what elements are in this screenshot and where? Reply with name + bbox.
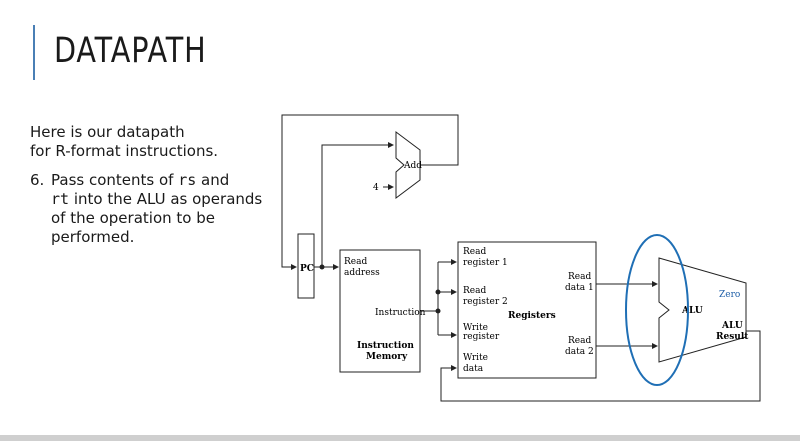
alu-result-label-1: ALU: [721, 321, 743, 331]
reg-read-register-1b: register 1: [463, 258, 508, 268]
step-text-mid: and: [196, 171, 230, 189]
reg-write-data-b: data: [463, 364, 484, 374]
instruction-memory: [339, 249, 421, 373]
add-label: Add: [403, 161, 422, 171]
reg-read-register-1a: Read: [463, 247, 486, 257]
register-rs: rs: [178, 171, 197, 189]
imem-read-address-1: Read: [344, 257, 367, 267]
step-number: 6.: [30, 171, 45, 189]
reg-read-register-2a: Read: [463, 286, 486, 296]
highlight-ellipse: [625, 234, 689, 386]
reg-write-register-b: register: [463, 332, 500, 342]
intro-paragraph: Here is our datapath for R-format instru…: [30, 123, 270, 161]
intro-line-1: Here is our datapath: [30, 123, 185, 141]
title-accent-bar: [33, 25, 35, 80]
alu-zero-label: Zero: [719, 290, 740, 300]
register-file: [457, 241, 597, 379]
step-text-post: into the ALU as operands of the operatio…: [51, 190, 263, 246]
alu-label: ALU: [681, 306, 703, 316]
reg-read-data-2a: Read: [568, 336, 591, 346]
pc-register: [297, 233, 315, 299]
step-text-pre: Pass contents of: [51, 171, 179, 189]
reg-read-data-1a: Read: [568, 272, 591, 282]
imem-name-1: Instruction: [357, 341, 414, 351]
register-rt: rt: [51, 190, 70, 208]
imem-read-address-2: address: [344, 268, 380, 278]
alu-result-label-2: Result: [716, 332, 749, 342]
intro-line-2: for R-format instructions.: [30, 142, 219, 160]
reg-read-register-2b: register 2: [463, 297, 508, 307]
wires: [281, 114, 761, 402]
slide-body: Here is our datapath for R-format instru…: [30, 123, 270, 257]
reg-read-data-2b: data 2: [565, 347, 594, 357]
reg-write-data-a: Write: [463, 353, 488, 363]
slide-title: DATAPATH: [54, 31, 207, 71]
registers-name: Registers: [508, 311, 556, 321]
slide-bottom-border: [0, 435, 800, 441]
alu-unit: [658, 257, 747, 363]
adder-unit: [395, 131, 421, 199]
imem-instruction-label: Instruction: [375, 308, 426, 318]
step-item: 6. Pass contents of rs and rt into the A…: [30, 171, 270, 247]
reg-write-register-a: Write: [463, 323, 488, 333]
reg-read-data-1b: data 1: [565, 283, 594, 293]
junction-dots: [319, 264, 441, 314]
imem-name-2: Memory: [366, 352, 408, 362]
pc-label: PC: [300, 264, 314, 274]
constant-four: 4: [373, 183, 379, 193]
